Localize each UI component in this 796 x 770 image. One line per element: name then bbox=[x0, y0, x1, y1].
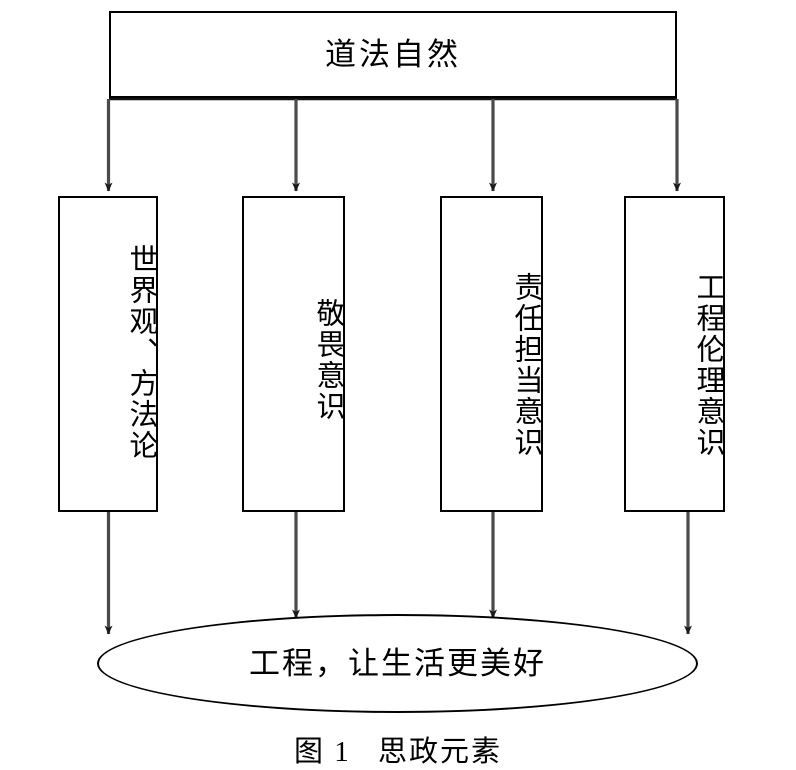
caption-text: 思政元素 bbox=[378, 736, 503, 768]
goal-node-label: 工程，让生活更美好 bbox=[249, 646, 546, 681]
caption-number: 1 bbox=[334, 736, 351, 768]
root-node-label: 道法自然 bbox=[325, 37, 461, 72]
goal-node-ellipse: 工程，让生活更美好 bbox=[97, 614, 698, 713]
figure-caption: 图 1 思政元素 bbox=[0, 728, 796, 770]
branch-node-label-3: 责任担当意识 bbox=[510, 272, 542, 458]
caption-prefix: 图 bbox=[293, 736, 325, 768]
branch-node-box-3: 责任担当意识 bbox=[440, 196, 543, 512]
branch-node-box-1: 世界观、方法论 bbox=[58, 196, 158, 512]
branch-node-label-4: 工程伦理意识 bbox=[692, 272, 724, 458]
branch-node-box-4: 工程伦理意识 bbox=[624, 196, 725, 512]
branch-node-box-2: 敬畏意识 bbox=[242, 196, 345, 512]
branch-node-label-2: 敬畏意识 bbox=[312, 298, 344, 422]
branch-node-label-1: 世界观、方法论 bbox=[125, 243, 157, 461]
root-node-box: 道法自然 bbox=[109, 11, 677, 98]
